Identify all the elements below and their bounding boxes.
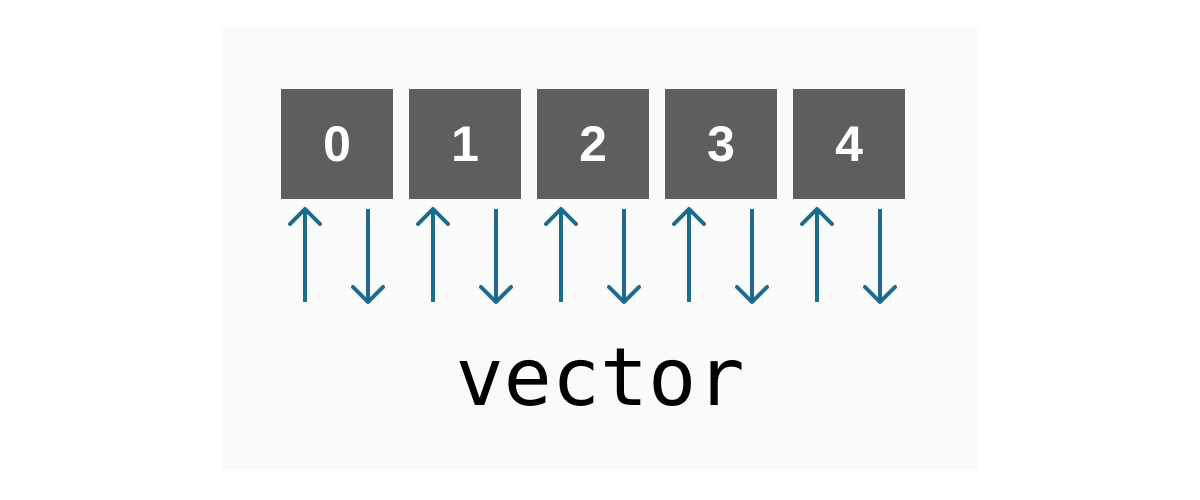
vector-cell-3: 3 [665, 89, 777, 199]
arrow-up-icon [416, 207, 450, 302]
vector-cell-4: 4 [793, 89, 905, 199]
vector-cell-1: 1 [409, 89, 521, 199]
cell-index-label: 3 [707, 116, 735, 172]
vector-cell-2: 2 [537, 89, 649, 199]
arrow-down-icon [863, 209, 897, 304]
cell-index-label: 0 [323, 116, 351, 172]
diagram-caption: vector [455, 331, 745, 424]
arrow-down-icon [607, 209, 641, 304]
vector-cell-0: 0 [281, 89, 393, 199]
arrow-up-icon [544, 207, 578, 302]
arrow-up-icon [288, 207, 322, 302]
arrow-up-icon [672, 207, 706, 302]
cell-index-label: 2 [579, 116, 607, 172]
arrow-down-icon [351, 209, 385, 304]
arrow-down-icon [735, 209, 769, 304]
cell-index-label: 1 [451, 116, 479, 172]
cell-index-label: 4 [835, 116, 863, 172]
arrow-up-icon [800, 207, 834, 302]
arrow-down-icon [479, 209, 513, 304]
